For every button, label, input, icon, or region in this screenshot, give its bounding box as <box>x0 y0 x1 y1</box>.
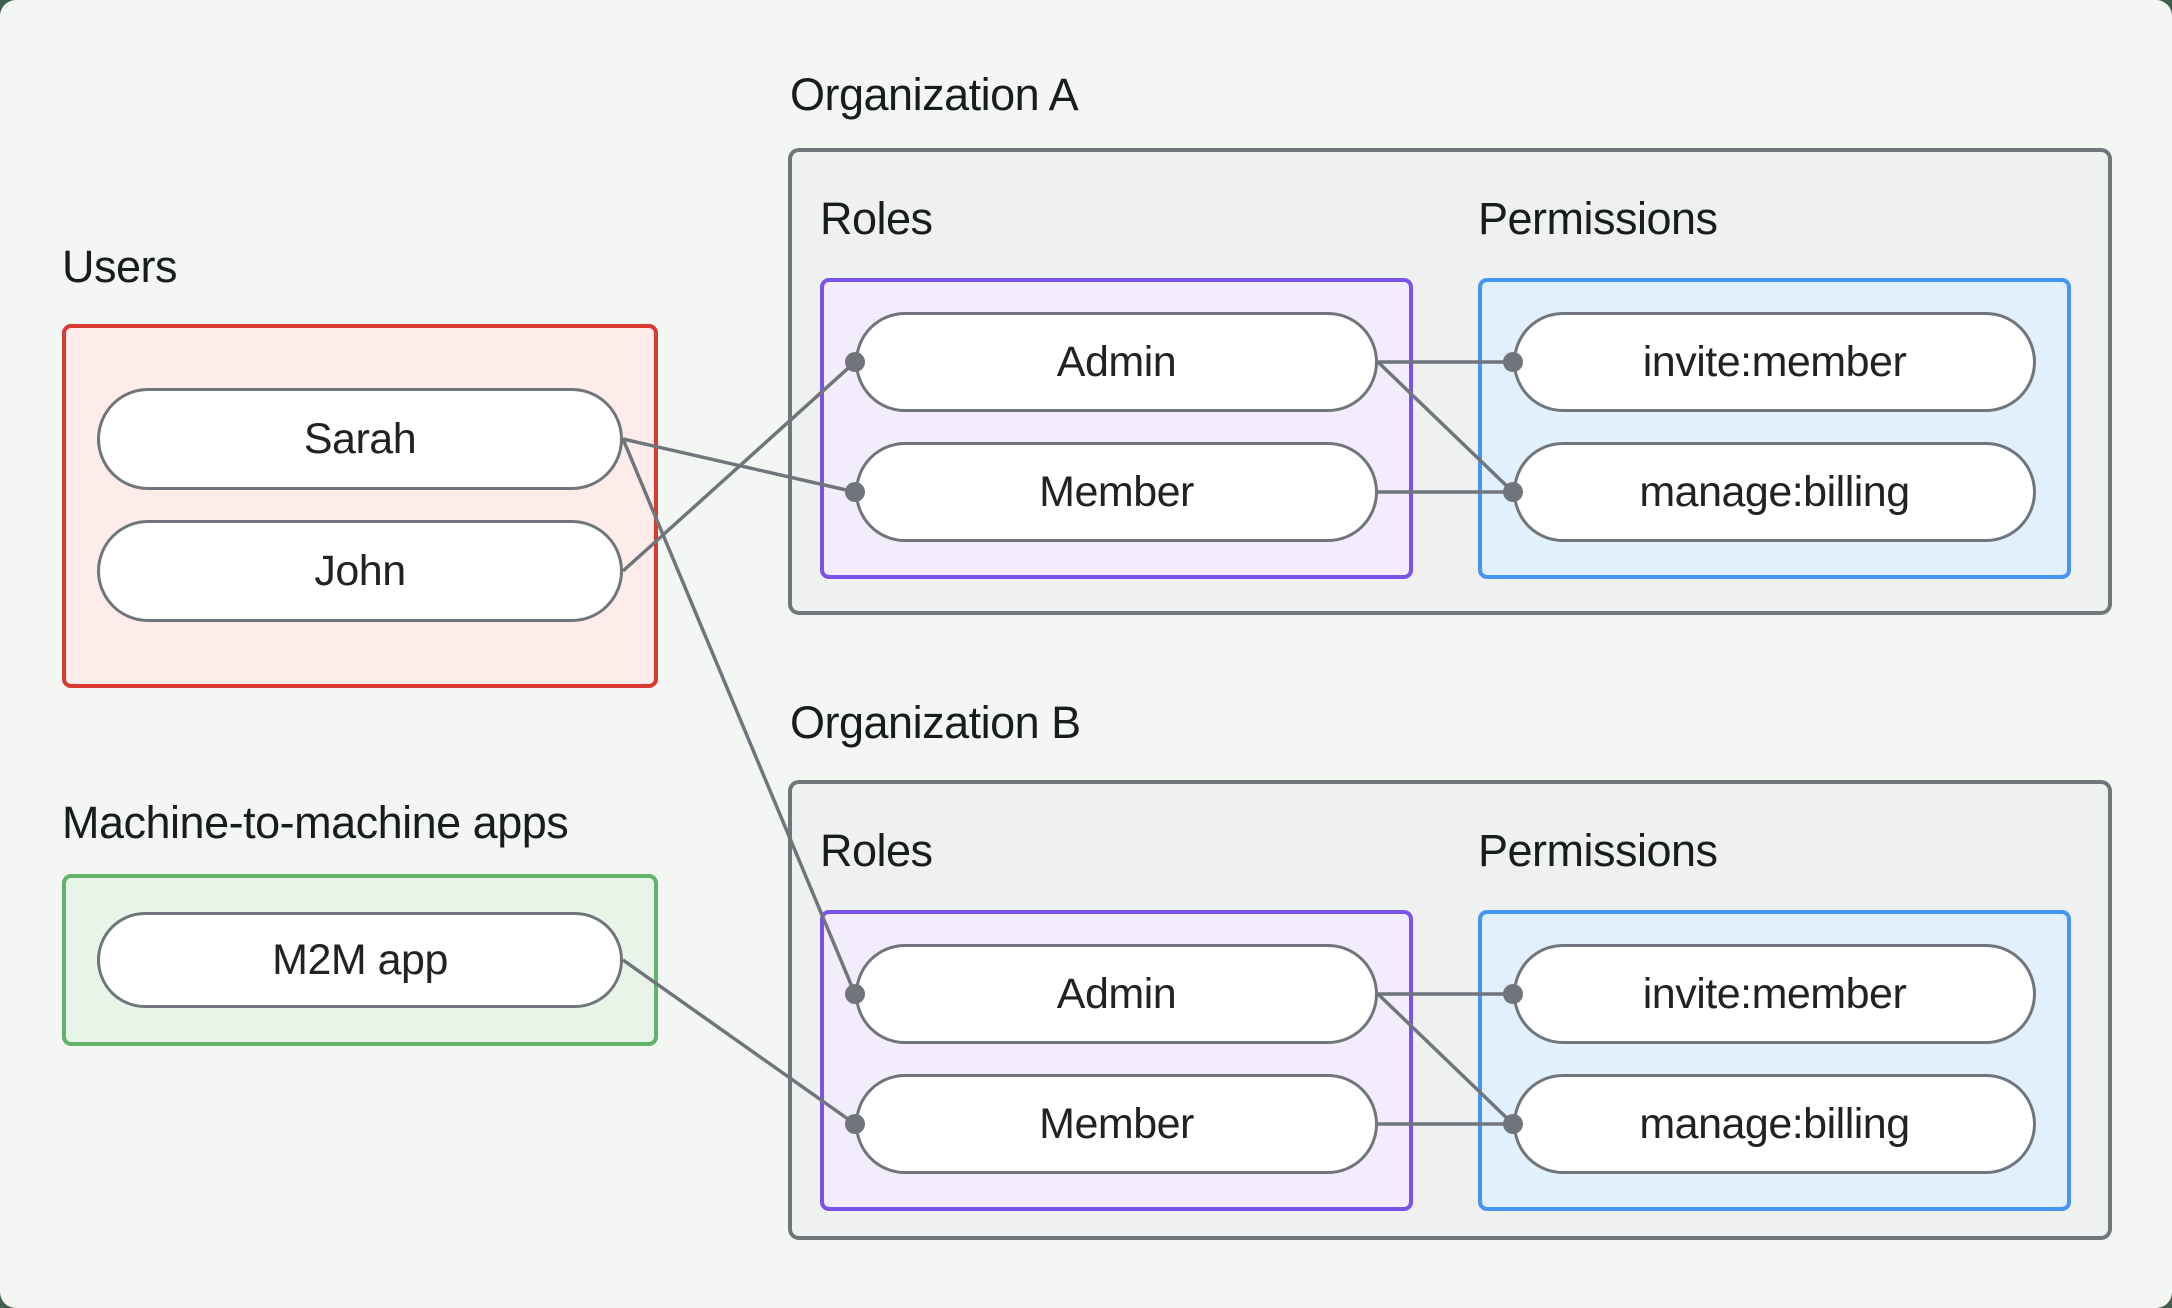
org-b-roles-label: Roles <box>820 825 933 876</box>
user-node-john: John <box>97 520 623 622</box>
users-group-box <box>62 324 658 688</box>
m2m-app-node: M2M app <box>97 912 623 1008</box>
org-a-permission-node-manage-billing: manage:billing <box>1513 442 2036 542</box>
org-a-permission-invite-member-label: invite:member <box>1642 337 1907 386</box>
org-a-permission-manage-billing-label: manage:billing <box>1639 467 1910 516</box>
org-a-label: Organization A <box>790 69 1079 120</box>
org-b-permission-node-manage-billing: manage:billing <box>1513 1074 2036 1174</box>
org-b-permission-manage-billing-label: manage:billing <box>1639 1099 1910 1148</box>
org-b-permission-invite-member-label: invite:member <box>1642 969 1907 1018</box>
user-node-sarah-label: Sarah <box>303 414 417 463</box>
org-b-role-admin-label: Admin <box>1056 969 1177 1018</box>
org-b-role-node-admin: Admin <box>855 944 1378 1044</box>
org-b-role-node-member: Member <box>855 1074 1378 1174</box>
org-a-role-member-label: Member <box>1039 467 1194 516</box>
org-b-permissions-label: Permissions <box>1478 825 1718 876</box>
org-a-permissions-label: Permissions <box>1478 193 1718 244</box>
user-node-sarah: Sarah <box>97 388 623 490</box>
m2m-section-label: Machine-to-machine apps <box>62 797 569 848</box>
org-a-permission-node-invite-member: invite:member <box>1513 312 2036 412</box>
org-a-role-admin-label: Admin <box>1056 337 1177 386</box>
org-a-role-node-member: Member <box>855 442 1378 542</box>
org-a-roles-label: Roles <box>820 193 933 244</box>
org-b-label: Organization B <box>790 697 1081 748</box>
org-a-role-node-admin: Admin <box>855 312 1378 412</box>
m2m-app-node-label: M2M app <box>272 935 448 984</box>
users-section-label: Users <box>62 241 178 292</box>
org-b-permission-node-invite-member: invite:member <box>1513 944 2036 1044</box>
org-b-role-member-label: Member <box>1039 1099 1194 1148</box>
user-node-john-label: John <box>314 546 406 595</box>
